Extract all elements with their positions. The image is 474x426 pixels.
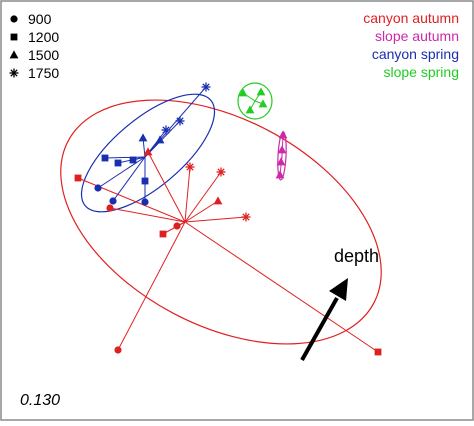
canyon-autumn-point-7 — [143, 147, 153, 156]
canyon-autumn-point-4 — [159, 230, 167, 238]
legend-marker-900 — [10, 15, 18, 23]
group-ellipses — [60, 82, 382, 345]
legend-marker-1500 — [9, 50, 19, 59]
slope-spring-ellipse — [237, 82, 273, 120]
canyon-autumn-spoke-2 — [117, 221, 186, 351]
canyon-autumn-spoke-6 — [184, 221, 379, 353]
slope-spring-point-3 — [245, 105, 255, 114]
legend-label-900: 900 — [28, 11, 52, 27]
canyon-autumn-spoke-8 — [184, 166, 191, 223]
canyon-spring-point-12 — [201, 82, 211, 92]
depth-arrow-head — [329, 278, 348, 301]
legend-label-1750: 1750 — [28, 65, 59, 81]
canyon-spring-point-1 — [94, 184, 102, 192]
canyon-spring-point-11 — [161, 125, 171, 135]
slope-autumn-point-2 — [277, 145, 287, 154]
canyon-autumn-point-6 — [374, 348, 382, 356]
legend-label-1500: 1500 — [28, 47, 59, 63]
legend-marker-1200 — [10, 33, 18, 41]
legend-slope-spring: slope spring — [384, 64, 460, 80]
slope-autumn-point-4 — [275, 170, 285, 179]
canyon-spring-point-5 — [114, 159, 122, 167]
canyon-spring-point-4 — [101, 154, 109, 162]
stress-value: 0.130 — [20, 392, 60, 409]
canyon-spring-point-2 — [109, 197, 117, 205]
canyon-spring-point-9 — [155, 135, 165, 144]
canyon-autumn-point-1 — [74, 174, 82, 182]
group-spokes — [77, 86, 379, 353]
slope-spring-point-1 — [238, 88, 248, 97]
depth-vector-label: depth — [334, 246, 379, 266]
canyon-spring-point-8 — [138, 133, 148, 142]
canyon-autumn-spoke-11 — [184, 200, 219, 223]
canyon-spring-spoke-1 — [97, 156, 146, 189]
canyon-autumn-point-11 — [213, 196, 223, 205]
canyon-autumn-point-5 — [173, 222, 181, 230]
group-points — [74, 82, 382, 356]
canyon-autumn-spoke-3 — [109, 207, 186, 223]
canyon-autumn-point-2 — [114, 346, 122, 354]
canyon-autumn-spoke-10 — [184, 216, 247, 223]
canyon-spring-point-7 — [141, 177, 149, 185]
slope-autumn-point-3 — [276, 157, 286, 166]
group-legend: canyon autumn slope autumn canyon spring sl… — [363, 10, 459, 80]
depth-arrow-shaft — [300, 297, 339, 361]
slope-spring-point-4 — [258, 99, 268, 108]
canyon-autumn-point-10 — [241, 212, 251, 222]
canyon-spring-spoke-4 — [104, 156, 146, 159]
canyon-autumn-spoke-9 — [184, 171, 222, 223]
canyon-spring-spoke-12 — [144, 86, 207, 158]
canyon-spring-point-6 — [129, 156, 137, 164]
canyon-spring-point-3 — [141, 198, 149, 206]
slope-autumn-point-1 — [278, 130, 288, 139]
canyon-autumn-spoke-7 — [147, 151, 186, 223]
canyon-spring-spoke-2 — [112, 156, 146, 202]
depth-vector: depth — [300, 246, 379, 361]
shape-legend: 900 1200 1500 1750 — [9, 11, 59, 81]
canyon-autumn-ellipse — [60, 99, 382, 345]
legend-canyon-autumn: canyon autumn — [363, 10, 459, 26]
canyon-spring-ellipse — [80, 93, 216, 213]
canyon-spring-point-10 — [175, 116, 185, 126]
legend-canyon-spring: canyon spring — [372, 46, 459, 62]
canyon-autumn-point-8 — [185, 162, 195, 172]
slope-spring-point-2 — [256, 87, 266, 96]
canyon-autumn-point-3 — [106, 204, 114, 212]
canyon-autumn-point-9 — [216, 167, 226, 177]
legend-marker-1750 — [9, 68, 19, 78]
legend-label-1200: 1200 — [28, 29, 59, 45]
legend-slope-autumn: slope autumn — [375, 28, 459, 44]
